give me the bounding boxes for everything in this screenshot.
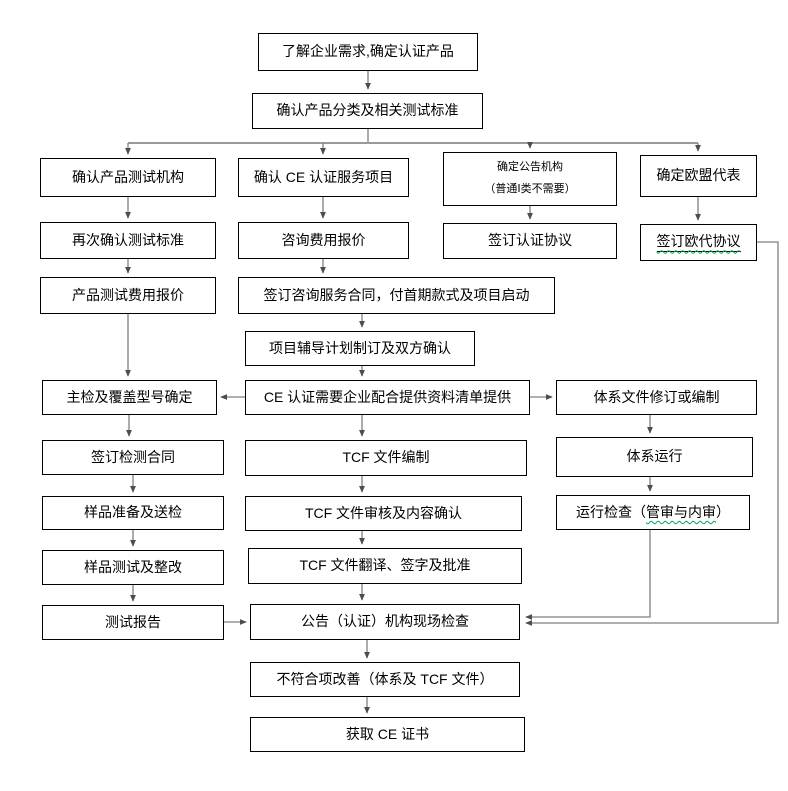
node-tcf-translate: TCF 文件翻译、签字及批准 (248, 548, 522, 584)
node-run-check: 运行检查（管审与内审） (556, 495, 750, 530)
node-nonconformity-fix: 不符合项改善（体系及 TCF 文件） (250, 662, 520, 697)
node-sign-eurep-agreement-text: 签订欧代协议 (656, 233, 741, 250)
node-tcf-prepare: TCF 文件编制 (245, 440, 527, 476)
node-sign-eurep-agreement-label: 签订欧代协议 (656, 233, 741, 252)
node-confirm-notified-body: 确定公告机构 （普通Ⅰ类不需要） (443, 152, 617, 206)
node-sign-cert-agreement: 签订认证协议 (443, 223, 617, 259)
node-confirm-notified-body-line2: （普通Ⅰ类不需要） (484, 183, 576, 195)
node-system-docs: 体系文件修订或编制 (556, 380, 757, 415)
node-sample-prepare: 样品准备及送检 (42, 496, 224, 530)
node-confirm-test-lab: 确认产品测试机构 (40, 158, 216, 197)
node-sign-test-contract: 签订检测合同 (42, 440, 224, 475)
node-coaching-plan: 项目辅导计划制订及双方确认 (245, 331, 475, 366)
node-understand-needs: 了解企业需求,确定认证产品 (258, 33, 478, 71)
node-confirm-ce-service: 确认 CE 认证服务项目 (238, 158, 409, 197)
node-system-run: 体系运行 (556, 437, 753, 477)
node-run-check-suffix: ） (716, 503, 730, 520)
node-get-certificate: 获取 CE 证书 (250, 717, 525, 752)
node-test-report: 测试报告 (42, 605, 224, 640)
node-tcf-review: TCF 文件审核及内容确认 (245, 496, 522, 531)
node-consult-quote: 咨询费用报价 (238, 222, 409, 259)
node-product-test-quote: 产品测试费用报价 (40, 277, 216, 314)
node-reconfirm-standards: 再次确认测试标准 (40, 222, 216, 259)
node-main-test-models: 主检及覆盖型号确定 (42, 380, 217, 415)
node-sample-test: 样品测试及整改 (42, 550, 224, 585)
node-confirm-notified-body-line1: 确定公告机构 (497, 161, 563, 174)
node-confirm-eu-rep: 确定欧盟代表 (640, 155, 757, 197)
node-onsite-inspection: 公告（认证）机构现场检查 (250, 604, 520, 640)
node-run-check-squiggle-text: 管审与内审 (646, 503, 716, 520)
node-sign-eurep-agreement: 签订欧代协议 (640, 224, 757, 261)
node-sign-consult-contract: 签订咨询服务合同，付首期款式及项目启动 (238, 277, 555, 314)
node-run-check-prefix: 运行检查（ (576, 503, 646, 520)
node-ce-materials-list: CE 认证需要企业配合提供资料清单提供 (245, 380, 530, 415)
node-confirm-classification: 确认产品分类及相关测试标准 (252, 93, 483, 129)
